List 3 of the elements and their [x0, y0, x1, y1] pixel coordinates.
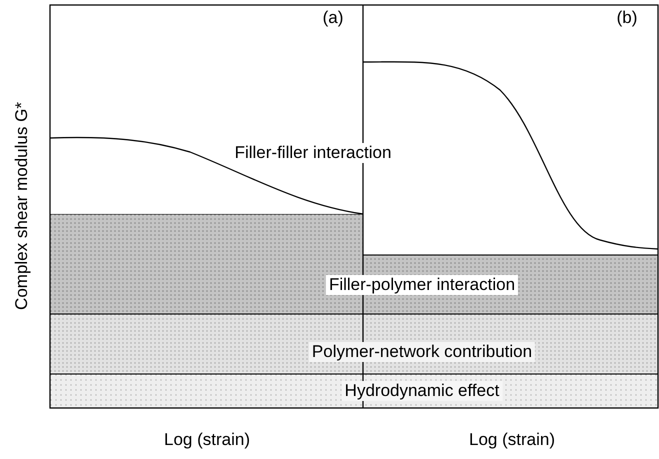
band-label: Polymer-network contribution — [308, 342, 536, 362]
band-label: Filler-polymer interaction — [326, 275, 518, 295]
band-label: Hydrodynamic effect — [342, 381, 502, 401]
